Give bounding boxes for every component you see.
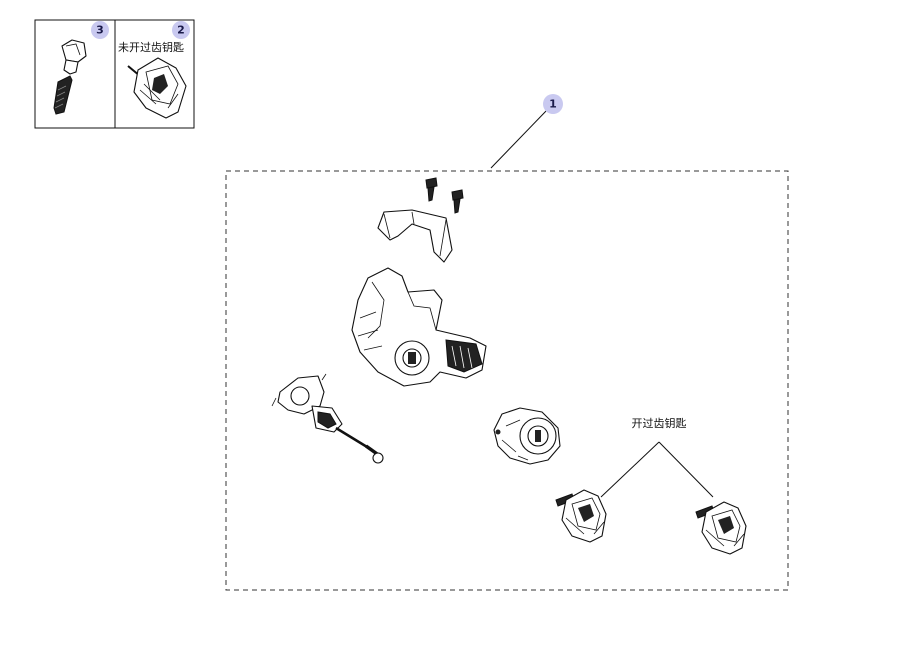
cut-keys-leader: [600, 441, 714, 498]
callout-1-number: 1: [549, 98, 557, 111]
cut-key-right: [695, 501, 747, 555]
kit-frame: [225, 170, 789, 591]
uncut-key-part-2: [127, 57, 187, 119]
callout-3[interactable]: 3: [91, 21, 109, 39]
shroud-bracket: [377, 209, 453, 263]
uncut-key-label: 未开过齿钥匙: [118, 41, 184, 54]
callout-2[interactable]: 2: [172, 21, 190, 39]
cut-keys-label: 开过齿钥匙: [632, 416, 687, 430]
callout-2-number: 2: [177, 24, 185, 37]
inset-box: [34, 19, 195, 129]
cut-key-left: [555, 489, 607, 543]
screw-right: [451, 189, 464, 214]
callout-3-number: 3: [96, 24, 104, 37]
callout-1[interactable]: 1: [490, 94, 563, 169]
ignition-lock-assembly: [351, 267, 487, 387]
bolt-part-3: [53, 39, 87, 115]
screw-left: [425, 177, 438, 202]
lock-cylinder-with-rod: [271, 373, 384, 464]
lock-face-cover: [493, 407, 561, 465]
